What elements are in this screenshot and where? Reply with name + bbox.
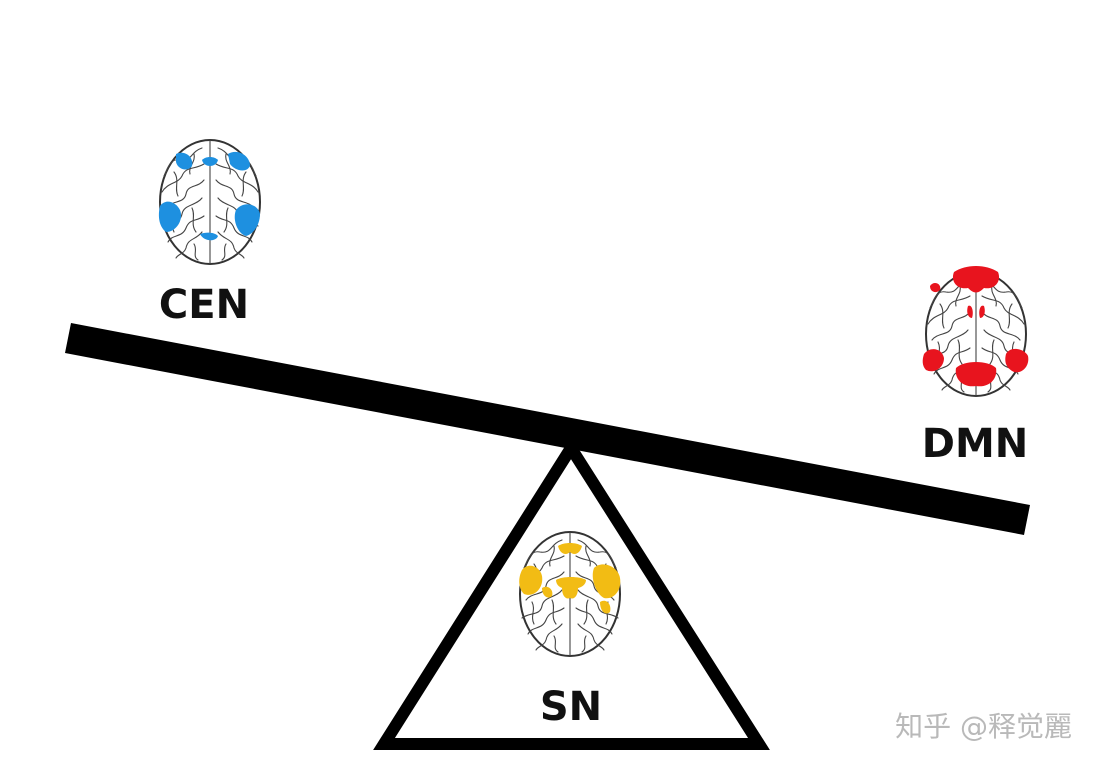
fulcrum-triangle — [373, 436, 770, 750]
sn-brain-image — [519, 531, 621, 657]
sn-spot — [592, 564, 621, 599]
dmn-brain-image — [922, 266, 1029, 397]
watermark-text: 知乎 @释觉麗 — [895, 710, 1072, 743]
sn-spot — [562, 586, 578, 599]
sn-spot — [558, 543, 582, 554]
sn-spot — [600, 600, 611, 614]
sn-spot — [519, 565, 543, 595]
cen-spot — [158, 201, 182, 232]
dmn-spot — [922, 349, 944, 372]
dmn-spot — [930, 283, 941, 293]
dmn-spot — [979, 305, 985, 318]
cen-spot — [176, 152, 193, 170]
cen-spot — [228, 151, 250, 171]
dmn-label: DMN — [922, 421, 1028, 467]
dmn-spot — [1005, 348, 1029, 373]
seesaw-beam — [65, 323, 1030, 535]
cen-spot — [202, 157, 218, 166]
cen-spot — [200, 232, 218, 241]
sn-label: SN — [540, 684, 602, 730]
cen-spot — [234, 204, 260, 236]
dmn-spot — [952, 266, 1000, 293]
cen-label: CEN — [159, 282, 249, 328]
dmn-spot — [967, 305, 973, 318]
sn-spot — [542, 586, 553, 598]
cen-brain-image — [158, 139, 261, 265]
dmn-spot — [955, 362, 997, 387]
sn-spot — [556, 577, 586, 589]
